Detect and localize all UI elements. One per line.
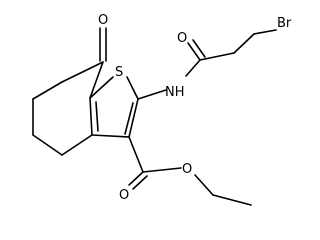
bond-c-ester-o-alkoxy [142, 167, 182, 173]
atom-ester-carbonyl-oxygen: O [119, 188, 129, 203]
bond-c2-c3 [128, 98, 139, 138]
bond-ch2-ch2 [233, 33, 255, 54]
bond-c-ester-o-carbonyl-1 [128, 171, 144, 186]
bond-o-ch2 [194, 174, 214, 196]
bond-c-amide-o-1 [187, 42, 201, 61]
bond-c4-c3 [32, 134, 63, 156]
atom-ketone-oxygen: O [98, 13, 108, 28]
bond-c2-c3-inner [124, 102, 134, 135]
bond-c7-c7a [89, 61, 104, 99]
molecule-structure-canvas: O S O Br NH O O [32, 13, 292, 206]
bond-c7a-s [89, 76, 114, 99]
atom-bromine: Br [277, 16, 292, 31]
bond-ch2-br [253, 29, 277, 35]
bond-c3a-c7a [89, 97, 93, 136]
bond-c7-c6 [61, 61, 104, 83]
bond-c6-c5 [32, 81, 63, 100]
bond-s-c2 [126, 76, 139, 100]
bond-c2-n [137, 89, 167, 100]
atom-ester-alkoxy-oxygen: O [182, 162, 192, 177]
bond-c3a-c7a-inner [95, 101, 99, 132]
bond-c3-c-ester [128, 136, 144, 173]
atom-thiophene-sulfur: S [115, 65, 123, 80]
bond-c-amide-ch2 [199, 52, 235, 61]
atom-amide-oxygen: O [177, 31, 187, 46]
bond-c3-c3a [91, 134, 130, 138]
atom-amide-nitrogen: NH [165, 85, 185, 100]
bond-c3-c3a [61, 134, 93, 156]
atom-label-layer: O S O Br NH O O [98, 13, 292, 203]
bond-c-ester-o-carbonyl-2 [132, 175, 148, 190]
bond-layer [32, 27, 277, 206]
bond-c-amide-o-2 [192, 39, 206, 58]
bond-ch2-ch3 [212, 194, 252, 206]
bond-n-c-amide [185, 59, 201, 77]
